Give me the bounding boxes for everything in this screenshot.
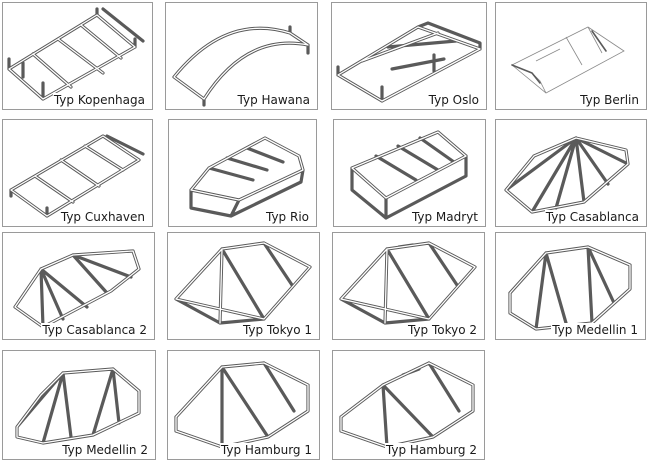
- product-label: Typ Hamburg 1: [219, 443, 313, 457]
- skylight-madryt-drawing: [350, 130, 468, 220]
- frame: [7, 7, 145, 101]
- frame: [339, 361, 475, 449]
- skylight-casablanca-drawing: [504, 136, 630, 214]
- frame: [174, 361, 310, 449]
- product-card-berlin[interactable]: Typ Berlin: [495, 2, 647, 110]
- frame: [13, 249, 141, 329]
- product-card-madryt[interactable]: Typ Madryt: [333, 119, 486, 227]
- product-label: Typ Hawana: [236, 93, 311, 107]
- skylight-casablanca-2-drawing: [13, 249, 141, 329]
- skylight-hamburg-2-drawing: [339, 361, 475, 449]
- product-label: Typ Oslo: [427, 93, 480, 107]
- product-label: Typ Medellin 2: [61, 443, 149, 457]
- skylight-tokyo-1-drawing: [174, 241, 312, 325]
- frame: [339, 241, 477, 325]
- product-card-casablanca[interactable]: Typ Casablanca: [495, 119, 647, 227]
- product-label: Typ Kopenhaga: [52, 93, 146, 107]
- product-card-tokyo-2[interactable]: Typ Tokyo 2: [332, 232, 485, 340]
- skylight-hawana-drawing: [172, 25, 310, 107]
- frame: [511, 26, 625, 94]
- frame: [508, 245, 632, 331]
- product-card-medellin-1[interactable]: Typ Medellin 1: [495, 232, 646, 340]
- frame: [336, 21, 482, 103]
- product-label: Typ Madryt: [410, 210, 479, 224]
- frame: [9, 134, 145, 218]
- product-card-hamburg-2[interactable]: Typ Hamburg 2: [332, 350, 485, 460]
- product-label: Typ Berlin: [579, 93, 640, 107]
- product-card-oslo[interactable]: Typ Oslo: [331, 2, 487, 110]
- product-card-casablanca-2[interactable]: Typ Casablanca 2: [2, 232, 155, 340]
- product-card-hawana[interactable]: Typ Hawana: [165, 2, 318, 110]
- product-label: Typ Casablanca: [544, 210, 640, 224]
- product-card-tokyo-1[interactable]: Typ Tokyo 1: [167, 232, 320, 340]
- skylight-berlin-drawing: [511, 26, 625, 94]
- frame: [15, 367, 141, 445]
- frame: [189, 136, 305, 218]
- skylight-tokyo-2-drawing: [339, 241, 477, 325]
- product-label: Typ Rio: [264, 210, 310, 224]
- product-card-kopenhaga[interactable]: Typ Kopenhaga: [2, 2, 153, 110]
- product-card-rio[interactable]: Typ Rio: [168, 119, 317, 227]
- product-card-hamburg-1[interactable]: Typ Hamburg 1: [167, 350, 320, 460]
- frame: [174, 241, 312, 325]
- skylight-cuxhaven-drawing: [9, 134, 145, 218]
- product-label: Typ Tokyo 1: [241, 323, 313, 337]
- skylight-kopenhaga-drawing: [7, 7, 145, 101]
- frame: [350, 130, 468, 220]
- product-label: Typ Hamburg 2: [384, 443, 478, 457]
- skylight-hamburg-1-drawing: [174, 361, 310, 449]
- product-label: Typ Casablanca 2: [41, 323, 148, 337]
- product-label: Typ Cuxhaven: [59, 210, 146, 224]
- product-label: Typ Tokyo 2: [406, 323, 478, 337]
- skylight-medellin-2-drawing: [15, 367, 141, 445]
- skylight-oslo-drawing: [336, 21, 482, 103]
- skylight-medellin-1-drawing: [508, 245, 632, 331]
- product-card-medellin-2[interactable]: Typ Medellin 2: [2, 350, 156, 460]
- frame: [504, 136, 630, 214]
- skylight-rio-drawing: [189, 136, 305, 218]
- frame: [172, 25, 310, 107]
- product-card-cuxhaven[interactable]: Typ Cuxhaven: [2, 119, 153, 227]
- product-label: Typ Medellin 1: [551, 323, 639, 337]
